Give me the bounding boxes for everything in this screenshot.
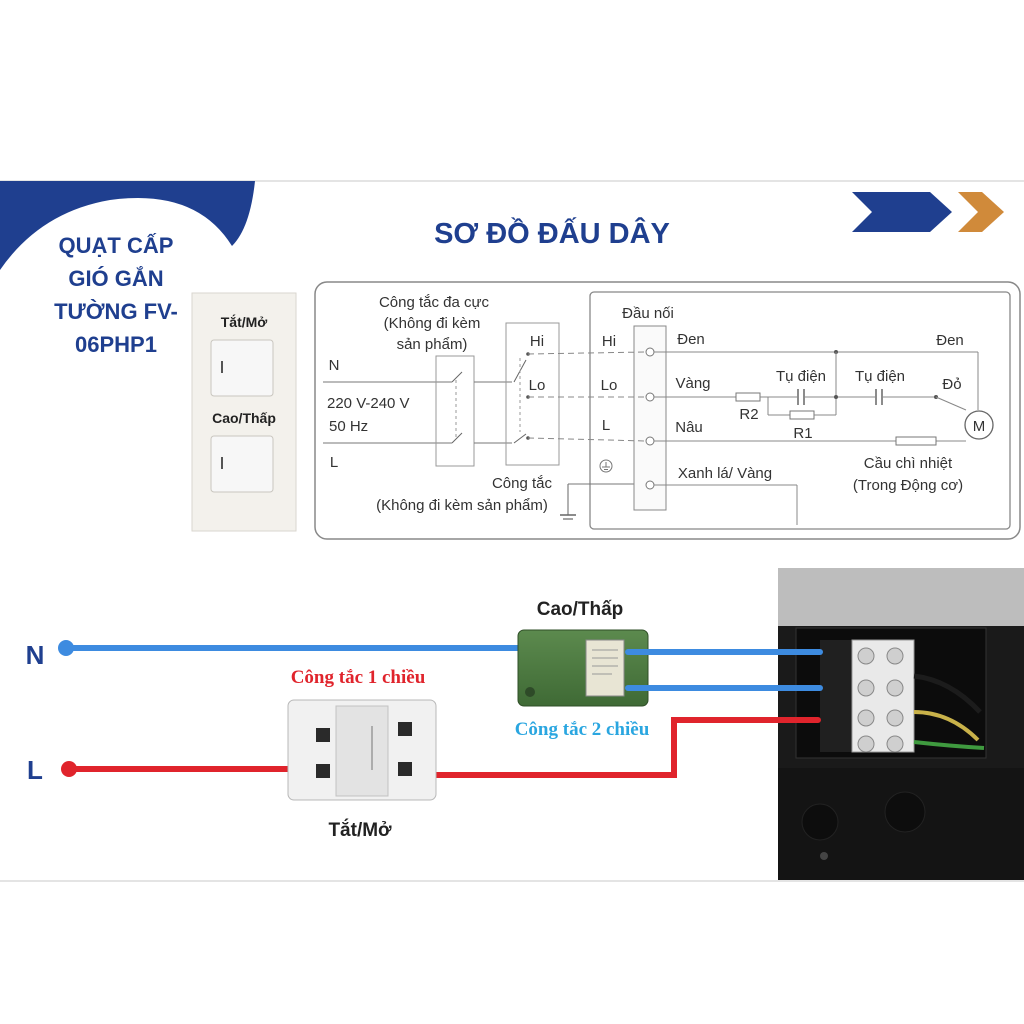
thermal-fuse [895,436,937,446]
live-label: L [27,755,43,785]
terminal-l-label: L [602,417,610,434]
two-way-switch-label: Công tắc 2 chiều [515,719,650,740]
wall-switch-bottom-label: Cao/Thấp [212,410,276,426]
motor-wire-red-label: Đỏ [942,376,961,393]
wire-brown-label: Nâu [675,419,703,436]
terminal-screw-hi [645,347,655,357]
wiring-illustration: N L Cao/Thấp [26,568,1024,880]
wire-yellow-label: Vàng [675,375,710,392]
product-title: QUẠT CẤP GIÓ GẮN TƯỜNG FV- 06PHP1 [54,233,178,357]
multipole-switch-box [435,355,475,467]
one-way-switch-label: Công tắc 1 chiều [291,667,426,688]
wall-switch-panel: Tắt/Mở Cao/Thấp [191,292,297,532]
frequency-label: 50 Hz [329,418,368,435]
product-title-line-2: GIÓ GẮN [68,266,163,291]
thermal-fuse-note: (Trong Động cơ) [853,477,963,494]
terminal-hi-label: Hi [602,333,616,350]
product-title-line-3: TƯỜNG FV- [54,299,178,324]
motor-icon [964,410,994,440]
one-way-switch [287,699,437,801]
wall-switch-top-rocker [210,339,274,397]
terminal-lo-label: Lo [601,377,618,394]
multipole-switch-note-2: sản phẩm) [397,336,468,353]
fan-terminal-box [778,568,1024,880]
corner-decoration [0,181,255,270]
earth-symbol-icon [599,459,613,473]
input-n-label: N [329,357,340,374]
switch-label: Công tắc [492,475,553,492]
two-way-switch [517,629,649,707]
switch-note: (Không đi kèm sản phẩm) [376,497,548,514]
page-title: SƠ ĐỒ ĐẤU DÂY [434,216,670,250]
chevron-arrows-icon [852,192,1004,232]
speed-switch-box [505,322,560,466]
multipole-switch-note-1: (Không đi kèm [384,315,481,332]
neutral-label: N [26,640,45,670]
product-title-line-4: 06PHP1 [75,332,157,357]
schematic-diagram: Công tắc đa cực (Không đi kèm sản phẩm) … [314,281,1021,540]
terminal-block-label: Đầu nối [622,305,674,322]
power-switch-title: Tắt/Mở [328,819,392,841]
resistor-r2-label: R2 [739,406,758,423]
wire-black-label: Đen [677,331,705,348]
speed-switch-lo-label: Lo [529,377,546,394]
product-title-line-1: QUẠT CẤP [59,233,174,258]
terminal-block [633,325,667,511]
thermal-fuse-label: Cầu chì nhiệt [864,455,953,472]
multipole-switch-label: Công tắc đa cực [379,294,490,311]
terminal-screw-lo [645,392,655,402]
fan-unit-frame [589,291,1011,530]
speed-switch-title: Cao/Thấp [537,599,624,620]
schematic-outer-frame [314,281,1021,540]
motor-wire-black-label: Đen [936,332,964,349]
input-l-label: L [330,454,338,471]
wall-switch-top-label: Tắt/Mở [221,313,268,330]
wall-switch-bottom-rocker [210,435,274,493]
resistor-r1 [789,410,815,420]
terminal-screw-ground [645,480,655,490]
speed-switch-hi-label: Hi [530,333,544,350]
resistor-r2 [735,392,761,402]
motor-symbol: M [973,418,986,435]
wire-ground-label: Xanh lá/ Vàng [678,465,772,482]
voltage-label: 220 V-240 V [327,395,410,412]
resistor-r1-label: R1 [793,425,812,442]
capacitor-1-label: Tụ điện [776,368,826,385]
capacitor-2-label: Tụ điện [855,368,905,385]
terminal-screw-l [645,436,655,446]
switched-live-wire [399,717,821,778]
